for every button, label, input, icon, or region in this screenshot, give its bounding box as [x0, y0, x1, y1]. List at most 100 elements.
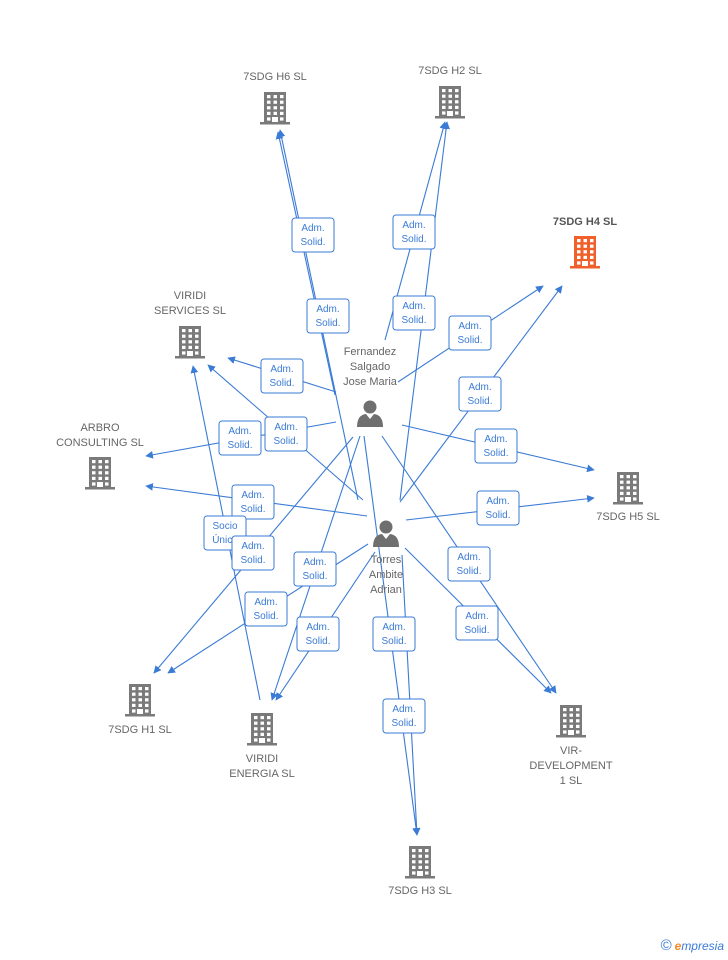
edge-label-text: Adm. [402, 220, 425, 231]
edge-label-13[interactable]: Adm. Solid. [244, 591, 288, 627]
node-h3[interactable]: 7SDG H3 SL [388, 846, 452, 897]
edge-label-box [218, 420, 262, 456]
edge-label-text: Solid. [240, 555, 265, 566]
edge-label-1[interactable]: Adm.Solid. [306, 298, 350, 334]
edge-label-text: Solid. [483, 448, 508, 459]
edge-label-14[interactable]: Adm. Solid. [293, 551, 337, 587]
node-label: Ambite [369, 569, 403, 581]
edge-label-text: Solid. [401, 315, 426, 326]
edge-label-19[interactable]: Adm.Solid. [372, 616, 416, 652]
brand-watermark: ©empresia [661, 937, 724, 954]
building-icon [405, 846, 435, 879]
edge-label-text: Adm. [306, 622, 329, 633]
building-icon [613, 472, 643, 505]
edge-label-text: Solid. [467, 396, 492, 407]
edge-label-box [231, 535, 275, 571]
node-label: VIRIDI [246, 753, 278, 765]
person-icon [357, 400, 383, 427]
edge-label-text: Adm. [241, 490, 264, 501]
edge-label-box [474, 428, 518, 464]
node-label: 7SDG H2 SL [418, 65, 482, 77]
edge-label-text: Socio [212, 521, 237, 532]
node-label: 1 SL [560, 775, 583, 787]
edge-label-text: Adm. [316, 304, 339, 315]
node-label: 7SDG H4 SL [553, 216, 617, 228]
edge-label-text: Adm. [458, 321, 481, 332]
edge-label-text: Adm. [254, 597, 277, 608]
edge-label-layer: Adm. Solid. Adm. Solid. Adm. Solid. Adm. Solid.… [203, 214, 520, 734]
edge-label-text: Adm. [457, 552, 480, 563]
edge-label-20[interactable]: Adm.Solid. [382, 698, 426, 734]
node-h5[interactable]: 7SDG H5 SL [596, 472, 660, 523]
edge-label-text: Solid. [485, 510, 510, 521]
edge-label-18[interactable]: Adm. Solid. [476, 490, 520, 526]
brand-logo-initial: e [674, 939, 682, 953]
edge-label-text: Solid. [401, 234, 426, 245]
node-label: Salgado [350, 361, 390, 373]
edge-label-10[interactable]: Adm.Solid. [474, 428, 518, 464]
edge-label-box [244, 591, 288, 627]
edge-label-4[interactable]: Adm. Solid. [448, 315, 492, 351]
node-label: 7SDG H1 SL [108, 724, 172, 736]
edge-label-text: Adm. [270, 364, 293, 375]
edge-label-text: Adm. [465, 611, 488, 622]
edge-label-box [264, 416, 308, 452]
edge-label-0[interactable]: Adm.Solid. [291, 217, 335, 253]
edge-label-box [260, 358, 304, 394]
node-h2[interactable]: 7SDG H2 SL [418, 65, 482, 119]
edge-label-text: Solid. [253, 611, 278, 622]
building-icon [435, 86, 465, 119]
edge-label-text: Adm. [303, 557, 326, 568]
building-icon [570, 236, 600, 269]
node-h1[interactable]: 7SDG H1 SL [108, 684, 172, 736]
edge-label-box [231, 484, 275, 520]
node-label: 7SDG H5 SL [596, 511, 660, 523]
edge-label-box [455, 605, 499, 641]
edge-label-text: Adm. [468, 382, 491, 393]
edge-label-box [382, 698, 426, 734]
edge-label-text: Solid. [457, 335, 482, 346]
node-label: Fernandez [344, 346, 397, 358]
person-icon [373, 520, 399, 547]
edge-label-15[interactable]: Adm. Solid. [296, 616, 340, 652]
edge-label-2[interactable]: Adm. Solid. [392, 214, 436, 250]
node-h6[interactable]: 7SDG H6 SL [243, 71, 307, 125]
edge-label-17[interactable]: Adm. Solid. [455, 605, 499, 641]
edge-label-7[interactable]: Adm.Solid. [264, 416, 308, 452]
edge-label-text: Adm. [392, 704, 415, 715]
node-label: DEVELOPMENT [529, 760, 612, 772]
edge-label-box [291, 217, 335, 253]
edge-label-6[interactable]: Adm.Solid. [260, 358, 304, 394]
edge-label-text: Solid. [302, 571, 327, 582]
node-label: Torres [371, 554, 402, 566]
brand-logo-text: mpresia [681, 939, 724, 953]
copyright-icon: © [660, 937, 672, 954]
edge-label-box [293, 551, 337, 587]
node-h4[interactable]: 7SDG H4 SL [553, 216, 617, 269]
edge-label-5[interactable]: Adm. Solid. [458, 376, 502, 412]
edge-label-8[interactable]: Adm.Solid. [218, 420, 262, 456]
edge-label-box [458, 376, 502, 412]
node-label: VIR- [560, 745, 582, 757]
edge-label-box [476, 490, 520, 526]
edge-label-3[interactable]: Adm.Solid. [392, 295, 436, 331]
edge-label-text: Solid. [464, 625, 489, 636]
node-vir-dev[interactable]: VIR- DEVELOPMENT 1 SL [529, 705, 613, 787]
edge-line-20 [401, 554, 421, 836]
node-layer: 7SDG H6 SL 7SDG H2 SL 7SDG H4 SL VIRIDISERV… [56, 65, 660, 897]
edge-label-16[interactable]: Adm. Solid. [447, 546, 491, 582]
edge-label-text: Adm. [486, 496, 509, 507]
edge-label-text: Solid. [456, 566, 481, 577]
edge-label-box [296, 616, 340, 652]
edge-label-text: Solid. [305, 636, 330, 647]
edge-label-text: Solid. [300, 237, 325, 248]
edge-label-12[interactable]: Adm.Solid. [231, 535, 275, 571]
edge-label-box [306, 298, 350, 334]
edge-label-9[interactable]: Adm.Solid. [231, 484, 275, 520]
